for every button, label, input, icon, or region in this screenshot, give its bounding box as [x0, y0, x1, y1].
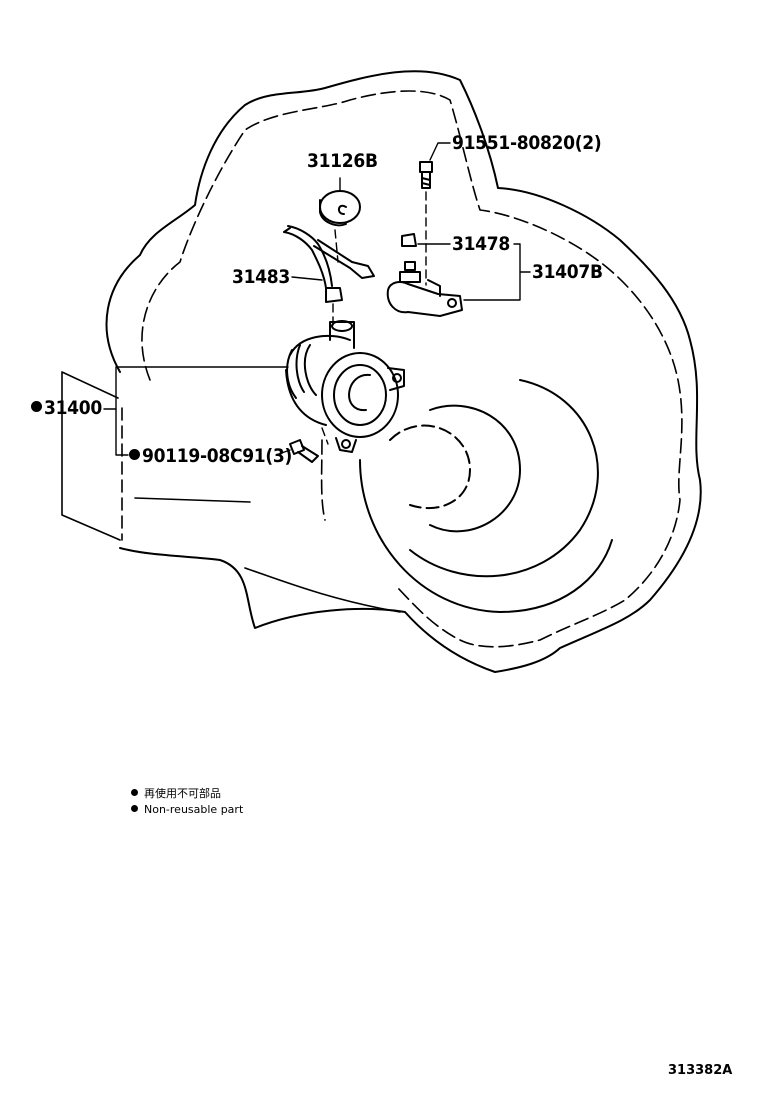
- label-gasket-cap: 31126B: [307, 150, 378, 172]
- non-reusable-dot-icon: [129, 449, 140, 460]
- label-bleeder-cap: 31478: [452, 233, 510, 255]
- fitting-part: [386, 261, 463, 317]
- leader-release-cylinder: [103, 366, 289, 410]
- screw-centerline: [321, 427, 329, 445]
- non-reusable-dot-icon: [31, 401, 42, 412]
- housing-outline: [105, 70, 702, 673]
- legend-jp: 再使用不可部品: [131, 788, 221, 799]
- label-release-cylinder-text: 31400: [44, 397, 102, 419]
- tube-part: [283, 225, 375, 303]
- lower-case-line: [134, 497, 401, 613]
- leader-screw: [115, 408, 291, 456]
- legend-dot-icon: [131, 789, 138, 796]
- bellhousing-arc-mid: [429, 404, 521, 533]
- leader-tube: [291, 276, 323, 281]
- leader-fitting-bracket: [463, 243, 531, 301]
- legend-en-text: Non-reusable part: [144, 803, 244, 816]
- left-flange: [61, 371, 121, 541]
- label-bolt: 91551-80820(2): [452, 132, 602, 154]
- bleeder-cap-part: [401, 233, 417, 247]
- label-fitting-assy: 31407B: [532, 261, 603, 283]
- gasket-cap-centerline: [334, 229, 339, 263]
- bellhousing-lower-dashed: [320, 439, 326, 521]
- bolt-part: [419, 161, 433, 189]
- bellhousing-arc-outer: [409, 379, 599, 578]
- release-cylinder-part: [285, 320, 405, 453]
- label-screw-text: 90119-08C91(3): [142, 445, 292, 467]
- screw-part: [289, 439, 319, 463]
- label-tube: 31483: [232, 266, 290, 288]
- label-release-cylinder: 31400: [31, 399, 102, 418]
- diagram-code: 313382A: [668, 1063, 733, 1078]
- legend-jp-text: 再使用不可部品: [144, 787, 221, 800]
- legend-dot-icon: [131, 805, 138, 812]
- label-screw: 90119-08C91(3): [129, 447, 292, 466]
- housing-inner-line: [141, 90, 683, 648]
- gasket-cap-part: [319, 190, 361, 227]
- bellhousing-arc-inner: [389, 424, 471, 510]
- legend-en: Non-reusable part: [131, 804, 243, 815]
- bellhousing-arc-lower: [359, 459, 613, 613]
- leader-bolt: [429, 142, 451, 161]
